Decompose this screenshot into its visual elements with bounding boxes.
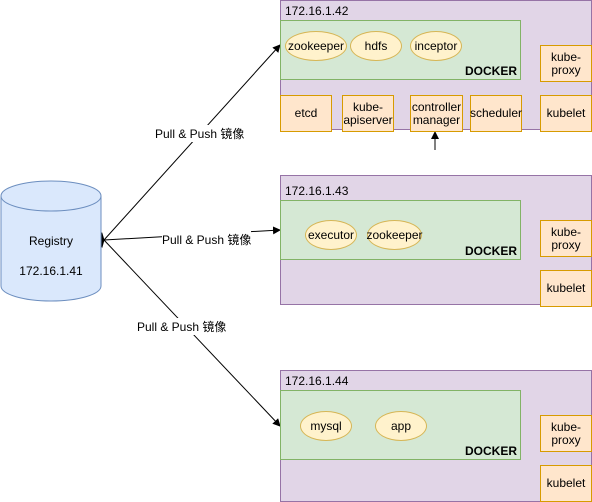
service-kube-proxy-43[interactable]: kube-proxy xyxy=(540,220,592,257)
service-kube-proxy-42[interactable]: kube-proxy xyxy=(540,45,592,82)
service-kubelet-44[interactable]: kubelet xyxy=(540,465,592,502)
container-zookeeper-43[interactable]: zookeeper xyxy=(366,220,423,250)
container-zookeeper[interactable]: zookeeper xyxy=(285,31,347,61)
edge-label-host-43: Pull & Push 镜像 xyxy=(162,231,252,248)
container-app[interactable]: app xyxy=(375,411,427,441)
container-hdfs[interactable]: hdfs xyxy=(350,31,402,61)
host-43-docker-label: DOCKER xyxy=(465,244,518,258)
host-42-docker-label: DOCKER xyxy=(465,64,518,78)
container-executor[interactable]: executor xyxy=(305,220,357,250)
edge-label-host-44: Pull & Push 镜像 xyxy=(137,318,227,335)
container-mysql[interactable]: mysql xyxy=(300,411,352,441)
edge-label-host-42: Pull & Push 镜像 xyxy=(155,125,245,142)
host-44-docker-label: DOCKER xyxy=(465,444,518,458)
registry-ip: 172.16.1.41 xyxy=(19,264,83,278)
service-etcd[interactable]: etcd xyxy=(280,95,332,132)
host-42-ip: 172.16.1.42 xyxy=(285,4,349,18)
service-kube-apiserver[interactable]: kube-apiserver xyxy=(342,95,394,132)
service-controller-manager[interactable]: controller manager xyxy=(410,95,463,132)
service-scheduler[interactable]: scheduler xyxy=(470,95,522,132)
service-kubelet-43[interactable]: kubelet xyxy=(540,270,592,307)
host-44-ip: 172.16.1.44 xyxy=(285,374,349,388)
service-kubelet-42[interactable]: kubelet xyxy=(540,95,592,132)
service-kube-proxy-44[interactable]: kube-proxy xyxy=(540,415,592,452)
registry-cylinder-icon xyxy=(0,180,102,302)
container-inceptor[interactable]: inceptor xyxy=(410,31,462,61)
registry-name: Registry xyxy=(28,234,73,248)
edge-to-host-42 xyxy=(96,44,281,248)
host-43-ip: 172.16.1.43 xyxy=(285,184,349,198)
registry[interactable]: Registry 172.16.1.41 xyxy=(0,180,102,302)
